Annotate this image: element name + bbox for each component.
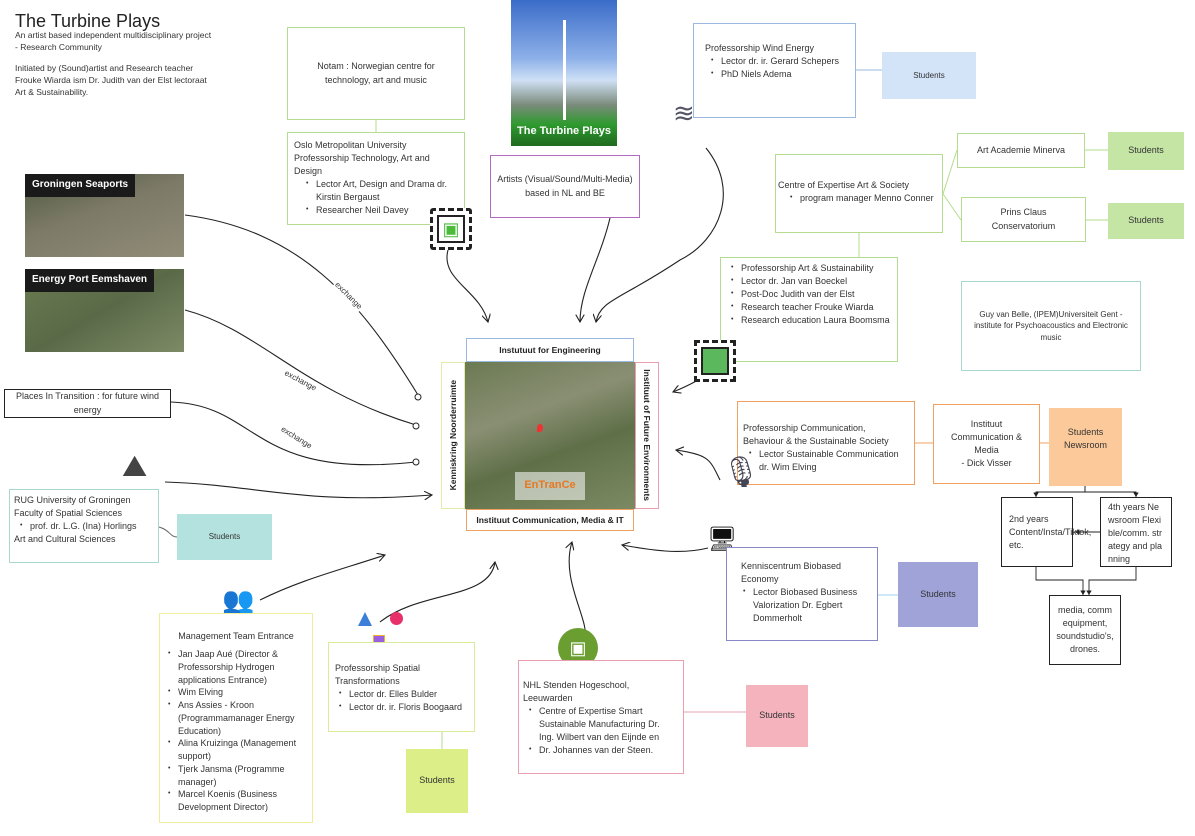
list-item: Lector Sustainable Communication dr. Wim… <box>749 448 908 474</box>
list-item: prof. dr. L.G. (Ina) Horlings <box>20 520 154 533</box>
future-environments-label[interactable]: Instituut of Future Environments <box>635 362 659 509</box>
entrance-badge: EnTranCe <box>515 472 585 500</box>
exchange-label: exchange <box>281 367 320 395</box>
list-item: Lector dr. ir. Gerard Schepers <box>711 55 849 68</box>
list-item: Jan Jaap Aué (Director & Professorship H… <box>168 648 308 686</box>
wind-students[interactable]: Students <box>882 52 976 99</box>
rug-footer: Art and Cultural Sciences <box>14 534 116 545</box>
list-item: Tjerk Jansma (Programme manager) <box>168 763 308 789</box>
biobased-students[interactable]: Students <box>898 562 978 627</box>
coe-art-society-box[interactable]: Centre of Expertise Art & Society progra… <box>775 154 943 233</box>
oslo-title: Oslo Metropolitan University Professorsh… <box>294 140 430 177</box>
communication-media-it-label[interactable]: Instituut Communication, Media & IT <box>466 509 634 531</box>
art-sustainability-box[interactable]: Professorship Art & SustainabilityLector… <box>720 257 898 362</box>
wind-icon: ≋ <box>673 98 695 128</box>
eemshaven-image[interactable]: Energy Port Eemshaven <box>25 269 184 352</box>
exchange-line-seaports <box>184 214 419 396</box>
guy-van-belle-box[interactable]: Guy van Belle, (IPEM)Universiteit Gent -… <box>961 281 1141 371</box>
map-pin-icon <box>537 424 543 432</box>
students-newsroom[interactable]: Students Newsroom <box>1049 408 1122 486</box>
wind-title: Professorship Wind Energy <box>705 43 815 53</box>
list-item: Lector dr. Jan van Boeckel <box>731 275 891 288</box>
list-item: Marcel Koenis (Business Development Dire… <box>168 788 308 814</box>
list-item: PhD Niels Adema <box>711 68 849 81</box>
list-item: Post-Doc Judith van der Elst <box>731 288 891 301</box>
eemshaven-label: Energy Port Eemshaven <box>25 269 155 292</box>
kenniskring-text: Kenniskring Noorderruimte <box>447 380 458 491</box>
list-item: Centre of Expertise Smart Sustainable Ma… <box>529 705 677 744</box>
comm-title: Professorship Communication, Behaviour &… <box>743 423 889 447</box>
rug-line: Faculty of Spatial Sciences <box>14 508 123 519</box>
subtitle-line: An artist based independent multidiscipl… <box>15 30 212 52</box>
minerva-box[interactable]: Art Academie Minerva <box>957 133 1085 168</box>
management-team-box[interactable]: Management Team Entrance Jan Jaap Aué (D… <box>159 613 313 823</box>
groningen-seaports-image[interactable]: Groningen Seaports <box>25 174 184 257</box>
nhl-title: NHL Stenden Hogeschool, Leeuwarden <box>523 680 630 704</box>
coe-title: Centre of Expertise Art & Society <box>778 180 910 190</box>
future-environments-text: Instituut of Future Environments <box>642 369 653 502</box>
list-item: Alina Kruizinga (Management support) <box>168 737 308 763</box>
kenniskring-label[interactable]: Kenniskring Noorderruimte <box>441 362 465 509</box>
prins-claus-box[interactable]: Prins Claus Conservatorium <box>961 197 1086 242</box>
team-people-icon: 👥 <box>222 585 255 615</box>
exchange-label: exchange <box>331 278 366 313</box>
exchange-label: exchange <box>277 423 315 453</box>
biobased-box[interactable]: Kenniscentrum Biobased Economy Lector Bi… <box>726 547 878 641</box>
engineering-label[interactable]: Instutuut for Engineering <box>466 338 634 362</box>
list-item: Lector Art, Design and Drama dr. Kirstin… <box>306 178 458 204</box>
exchange-line-eemshaven <box>184 309 417 426</box>
list-item: program manager Menno Conner <box>790 192 936 205</box>
nhl-stenden-box[interactable]: NHL Stenden Hogeschool, Leeuwarden Centr… <box>518 660 684 774</box>
terrain-layers-icon: ⛰ <box>122 450 148 483</box>
list-item: Research education Laura Boomsma <box>731 314 891 327</box>
places-in-transition-box[interactable]: Places In Transition : for future wind e… <box>4 389 171 418</box>
entrance-aerial-image: EnTranCe <box>465 362 635 509</box>
icm-title: Instituut Communication & Media <box>950 418 1023 455</box>
fourth-years-box[interactable]: 4th years Newsroom Flexible/comm. strate… <box>1100 497 1172 567</box>
list-item: Ans Assies - Kroon (Programmamanager Ene… <box>168 699 308 737</box>
media-equipment-box[interactable]: media, comm equipment, soundstudio's, dr… <box>1049 595 1121 665</box>
list-item: Wim Elving <box>168 686 308 699</box>
page-title: The Turbine Plays <box>15 11 161 31</box>
microphone-icon: 🎙 <box>722 456 761 489</box>
communication-professorship-box[interactable]: Professorship Communication, Behaviour &… <box>737 401 915 485</box>
wind-energy-box[interactable]: Professorship Wind Energy Lector dr. ir.… <box>693 23 856 118</box>
biobased-title: Kenniscentrum Biobased Economy <box>741 561 842 585</box>
list-item: Research teacher Frouke Wiarda <box>731 301 891 314</box>
notam-box[interactable]: Notam : Norwegian centre for technology,… <box>287 27 465 120</box>
second-years-box[interactable]: 2nd years Content/Insta/Tiktok, etc. <box>1001 497 1091 567</box>
nhl-students[interactable]: Students <box>746 685 808 747</box>
prins-students[interactable]: Students <box>1108 203 1184 239</box>
list-item: Lector dr. Elles Bulder <box>339 688 468 701</box>
spatial-transformations-box[interactable]: Professorship Spatial Transformations Le… <box>328 642 475 732</box>
list-item: Lector Biobased Business Valorization Dr… <box>743 586 871 625</box>
artists-box[interactable]: Artists (Visual/Sound/Multi-Media) based… <box>490 155 640 218</box>
rug-line: RUG University of Groningen <box>14 495 131 505</box>
spatial-title: Professorship Spatial Transformations <box>335 663 421 687</box>
list-item: Professorship Art & Sustainability <box>731 262 891 275</box>
spatial-students[interactable]: Students <box>406 749 468 813</box>
minerva-students[interactable]: Students <box>1108 132 1184 170</box>
page-subtitle: An artist based independent multidiscipl… <box>15 30 215 98</box>
seaports-label: Groningen Seaports <box>25 174 136 197</box>
poster-caption: The Turbine Plays <box>517 125 611 138</box>
icm-person: - Dick Visser <box>961 458 1012 469</box>
subtitle-line: Initiated by (Sound)artist and Research … <box>15 62 207 97</box>
list-item: Lector dr. ir. Floris Boogaard <box>339 701 468 714</box>
rug-students[interactable]: Students <box>177 514 272 560</box>
instituut-cm-box[interactable]: Instituut Communication & Media - Dick Vi… <box>933 404 1040 484</box>
turbine-poster-image: The Turbine Plays <box>511 0 617 146</box>
list-item: Dr. Johannes van der Steen. <box>529 744 677 757</box>
mgmt-title: Management Team Entrance <box>178 631 294 641</box>
stamp-icon <box>694 340 736 382</box>
android-stamp-icon: ▣ <box>430 208 472 250</box>
list-item: Researcher Neil Davey <box>306 204 458 217</box>
